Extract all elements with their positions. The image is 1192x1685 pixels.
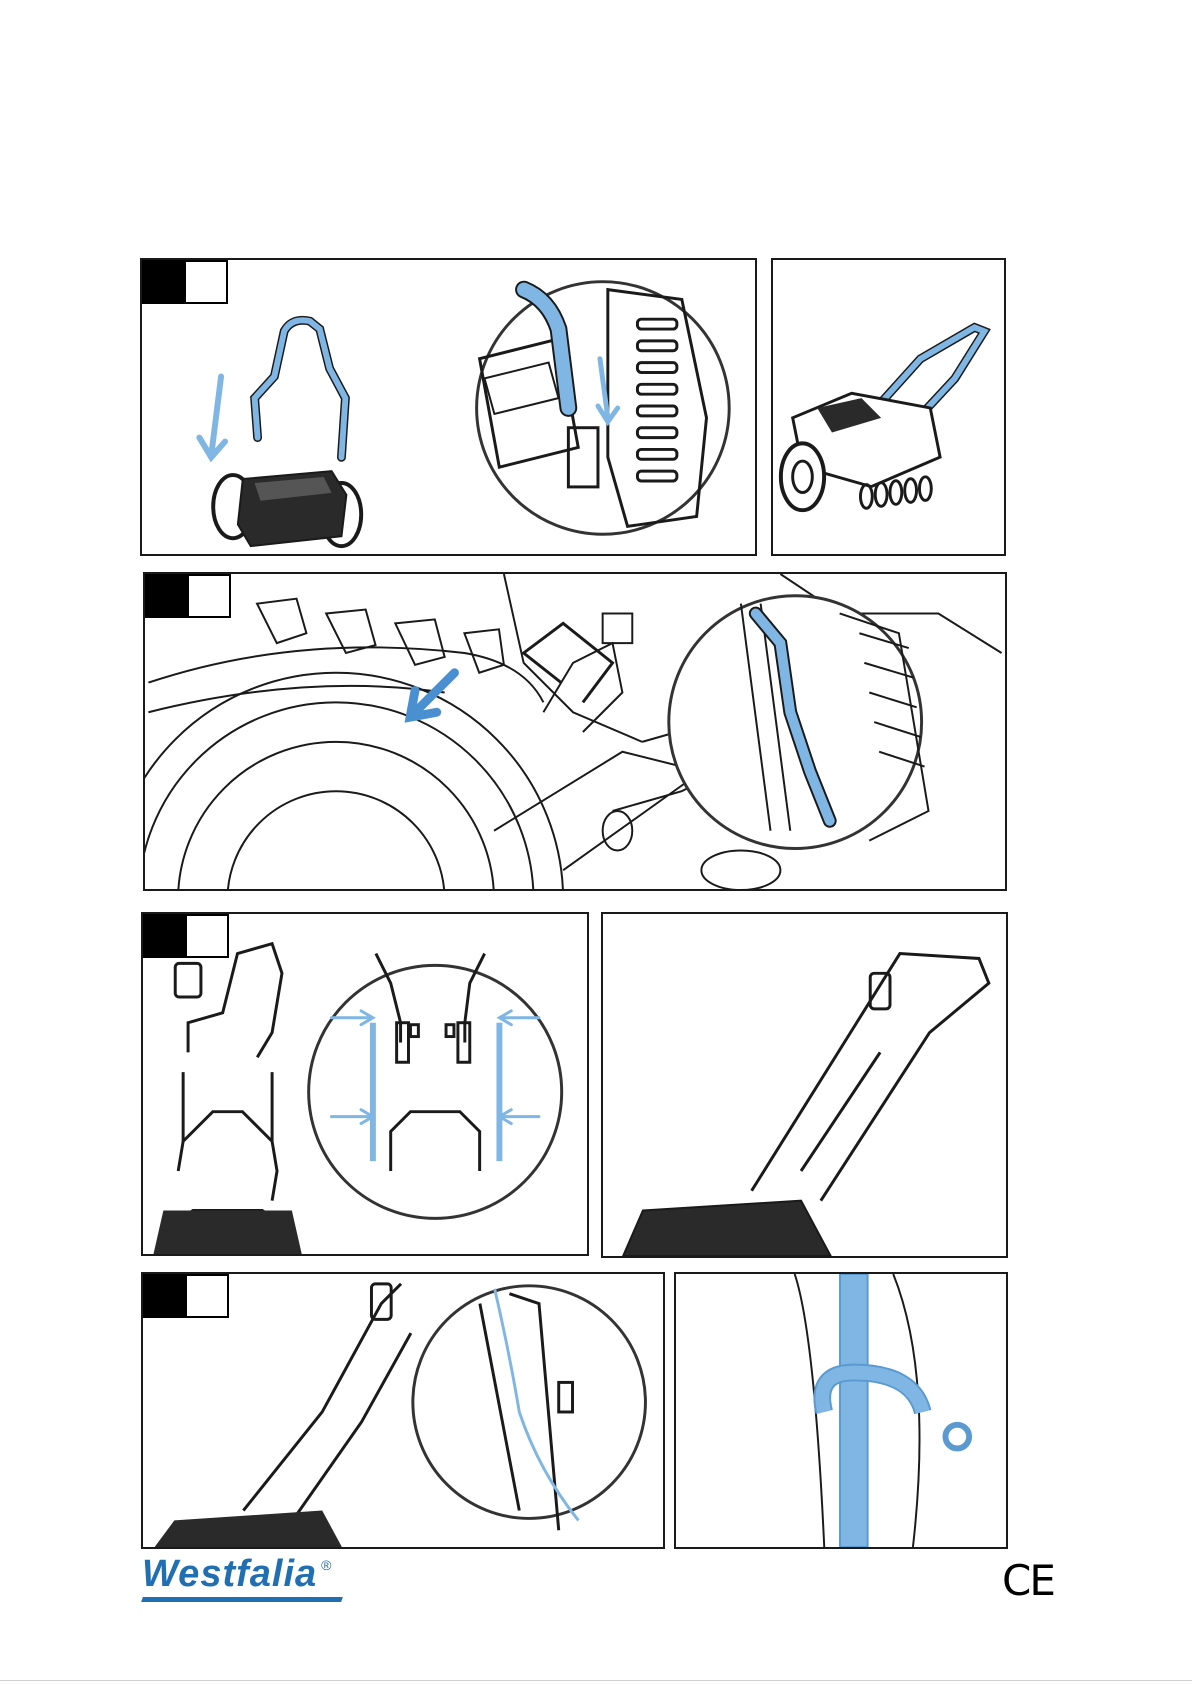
panel-step-4-cable-clip <box>674 1272 1008 1549</box>
cable-clip-icon <box>676 1274 1006 1547</box>
page-bottom-rule <box>0 1680 1192 1681</box>
step-badge-3 <box>143 914 229 958</box>
step-badge-1 <box>142 260 228 304</box>
brand-logo: Westfalia ® <box>142 1555 331 1593</box>
panel-step-3-handle-assembly <box>141 912 589 1256</box>
logo-underline <box>141 1597 343 1602</box>
panel-step-2-clip-fix <box>143 572 1007 891</box>
handle-insert-icon <box>142 260 755 554</box>
mower-assembled-icon <box>603 914 1006 1256</box>
step-badge-2 <box>145 574 231 618</box>
registered-mark: ® <box>321 1557 331 1573</box>
clip-fix-icon <box>145 574 1005 889</box>
panel-step-1-handle-insert <box>140 258 757 556</box>
panel-step-4-cable-route <box>141 1272 665 1549</box>
panel-step-3-mower-assembled <box>601 912 1008 1258</box>
step-badge-4 <box>143 1274 229 1318</box>
ce-mark: CE <box>1002 1556 1054 1605</box>
handle-mounted-icon <box>773 260 1004 554</box>
panel-step-1-handle-mounted <box>771 258 1006 556</box>
brand-name: Westfalia <box>142 1555 317 1593</box>
handle-assembly-icon <box>143 914 587 1254</box>
